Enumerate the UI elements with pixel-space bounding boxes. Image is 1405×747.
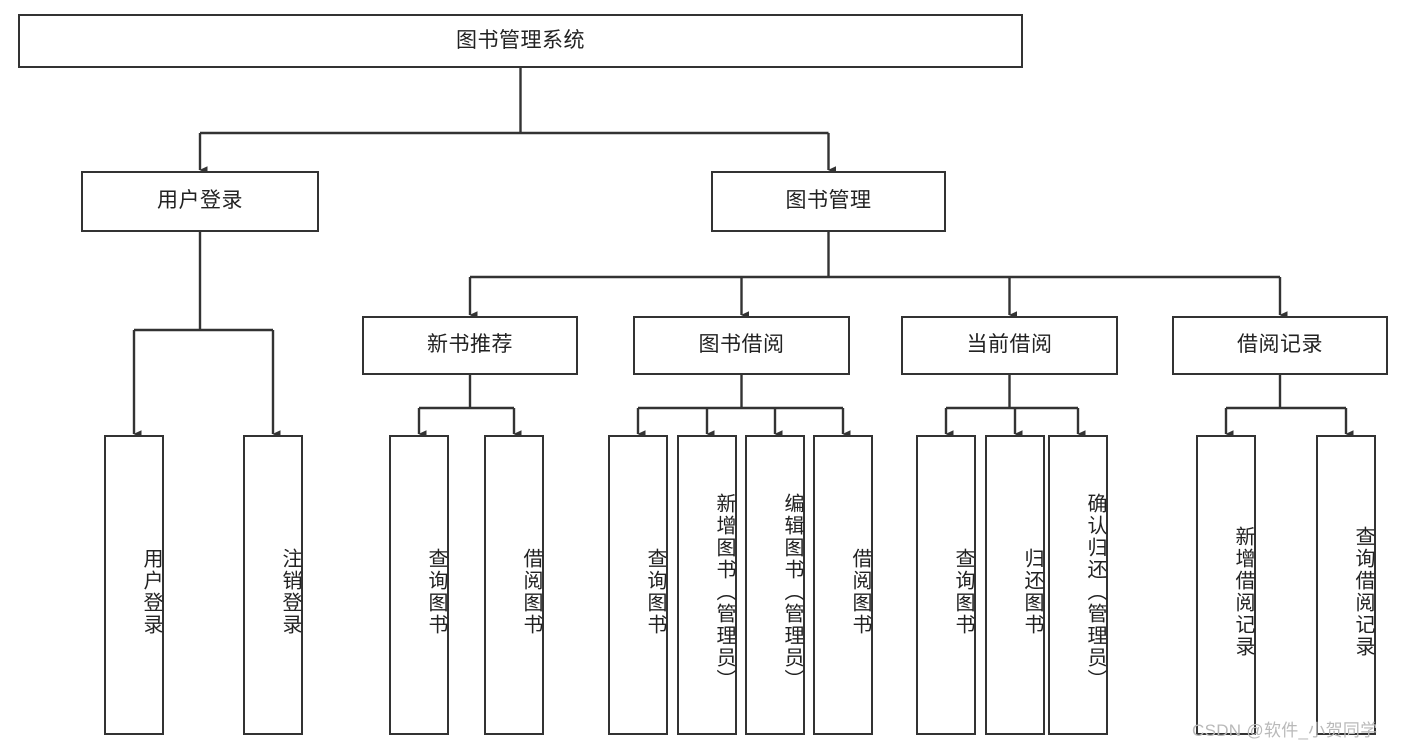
node-label: 查询图书: [644, 548, 666, 636]
node-label: 归还图书: [1021, 548, 1043, 636]
csdn-watermark: CSDN @软件_小贺同学: [1192, 721, 1378, 740]
node-label: 图书借阅: [698, 333, 785, 357]
node-l_edit[interactable]: 编辑图书（管理员）: [745, 435, 805, 735]
node-label: 查询借阅记录: [1352, 526, 1374, 658]
node-root[interactable]: 图书管理系统: [18, 14, 1023, 68]
node-l_login[interactable]: 用户登录: [104, 435, 164, 735]
node-borrow[interactable]: 图书借阅: [633, 316, 850, 375]
node-newbooks[interactable]: 新书推荐: [362, 316, 578, 375]
node-label: 用户登录: [140, 548, 162, 636]
node-l_logout[interactable]: 注销登录: [243, 435, 303, 735]
node-label: 借阅图书: [849, 548, 871, 636]
node-label: 查询图书: [952, 548, 974, 636]
node-l_ret[interactable]: 归还图书: [985, 435, 1045, 735]
node-l_add[interactable]: 新增图书（管理员）: [677, 435, 737, 735]
node-label: 图书管理系统: [456, 28, 585, 52]
node-label: 借阅图书: [520, 548, 542, 636]
node-records[interactable]: 借阅记录: [1172, 316, 1388, 375]
node-label: 新书推荐: [427, 333, 513, 357]
node-l_conf[interactable]: 确认归还（管理员）: [1048, 435, 1108, 735]
node-l_qrec[interactable]: 查询借阅记录: [1316, 435, 1376, 735]
node-l_addrec[interactable]: 新增借阅记录: [1196, 435, 1256, 735]
node-bookmgmt[interactable]: 图书管理: [711, 171, 946, 232]
node-label: 图书管理: [785, 189, 872, 213]
node-l_q3[interactable]: 查询图书: [916, 435, 976, 735]
node-label: 新增借阅记录: [1232, 526, 1254, 658]
node-label: 用户登录: [157, 189, 243, 213]
node-label: 新增图书（管理员）: [713, 493, 735, 691]
node-login[interactable]: 用户登录: [81, 171, 319, 232]
connector-lines: [132, 68, 1354, 438]
node-current[interactable]: 当前借阅: [901, 316, 1118, 375]
node-label: 当前借阅: [966, 333, 1053, 357]
node-label: 借阅记录: [1237, 333, 1323, 357]
node-label: 注销登录: [279, 548, 301, 636]
node-l_b2[interactable]: 借阅图书: [813, 435, 873, 735]
node-l_q1[interactable]: 查询图书: [389, 435, 449, 735]
node-label: 查询图书: [425, 548, 447, 636]
node-l_q2[interactable]: 查询图书: [608, 435, 668, 735]
node-l_b1[interactable]: 借阅图书: [484, 435, 544, 735]
node-label: 编辑图书（管理员）: [781, 493, 803, 691]
node-label: 确认归还（管理员）: [1084, 493, 1106, 691]
